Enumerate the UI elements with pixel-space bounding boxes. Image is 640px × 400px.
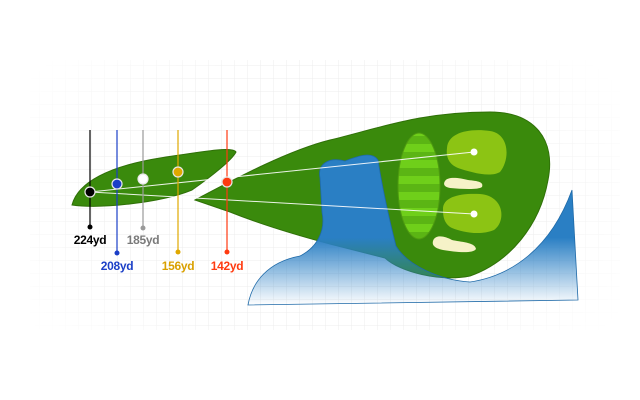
distance-marker-dot bbox=[137, 173, 149, 185]
distance-marker-dot bbox=[172, 166, 184, 178]
distance-marker-dot bbox=[84, 186, 96, 198]
distance-marker-dot bbox=[111, 178, 123, 190]
fairway-left bbox=[71, 149, 237, 207]
distance-label-142: 142yd bbox=[210, 259, 244, 273]
aim-line-upper bbox=[89, 151, 475, 193]
distance-marker-dot bbox=[221, 176, 233, 188]
bunker-upper bbox=[444, 177, 483, 189]
distance-label-208: 208yd bbox=[100, 259, 134, 273]
distance-label-156: 156yd bbox=[161, 259, 195, 273]
pin-upper-icon bbox=[470, 148, 478, 156]
water-hazard bbox=[247, 154, 579, 306]
marker-end-dot bbox=[224, 249, 230, 255]
distance-label-224: 224yd bbox=[73, 233, 107, 247]
bunker-lower bbox=[432, 236, 476, 253]
marker-end-dot bbox=[140, 225, 146, 231]
aim-line-lower bbox=[89, 191, 475, 215]
marker-end-dot bbox=[114, 250, 120, 256]
pin-lower-icon bbox=[470, 210, 478, 218]
fringe-stripes bbox=[397, 132, 441, 240]
marker-end-dot bbox=[87, 224, 93, 230]
marker-end-dot bbox=[175, 249, 181, 255]
distance-label-185: 185yd bbox=[126, 233, 160, 247]
